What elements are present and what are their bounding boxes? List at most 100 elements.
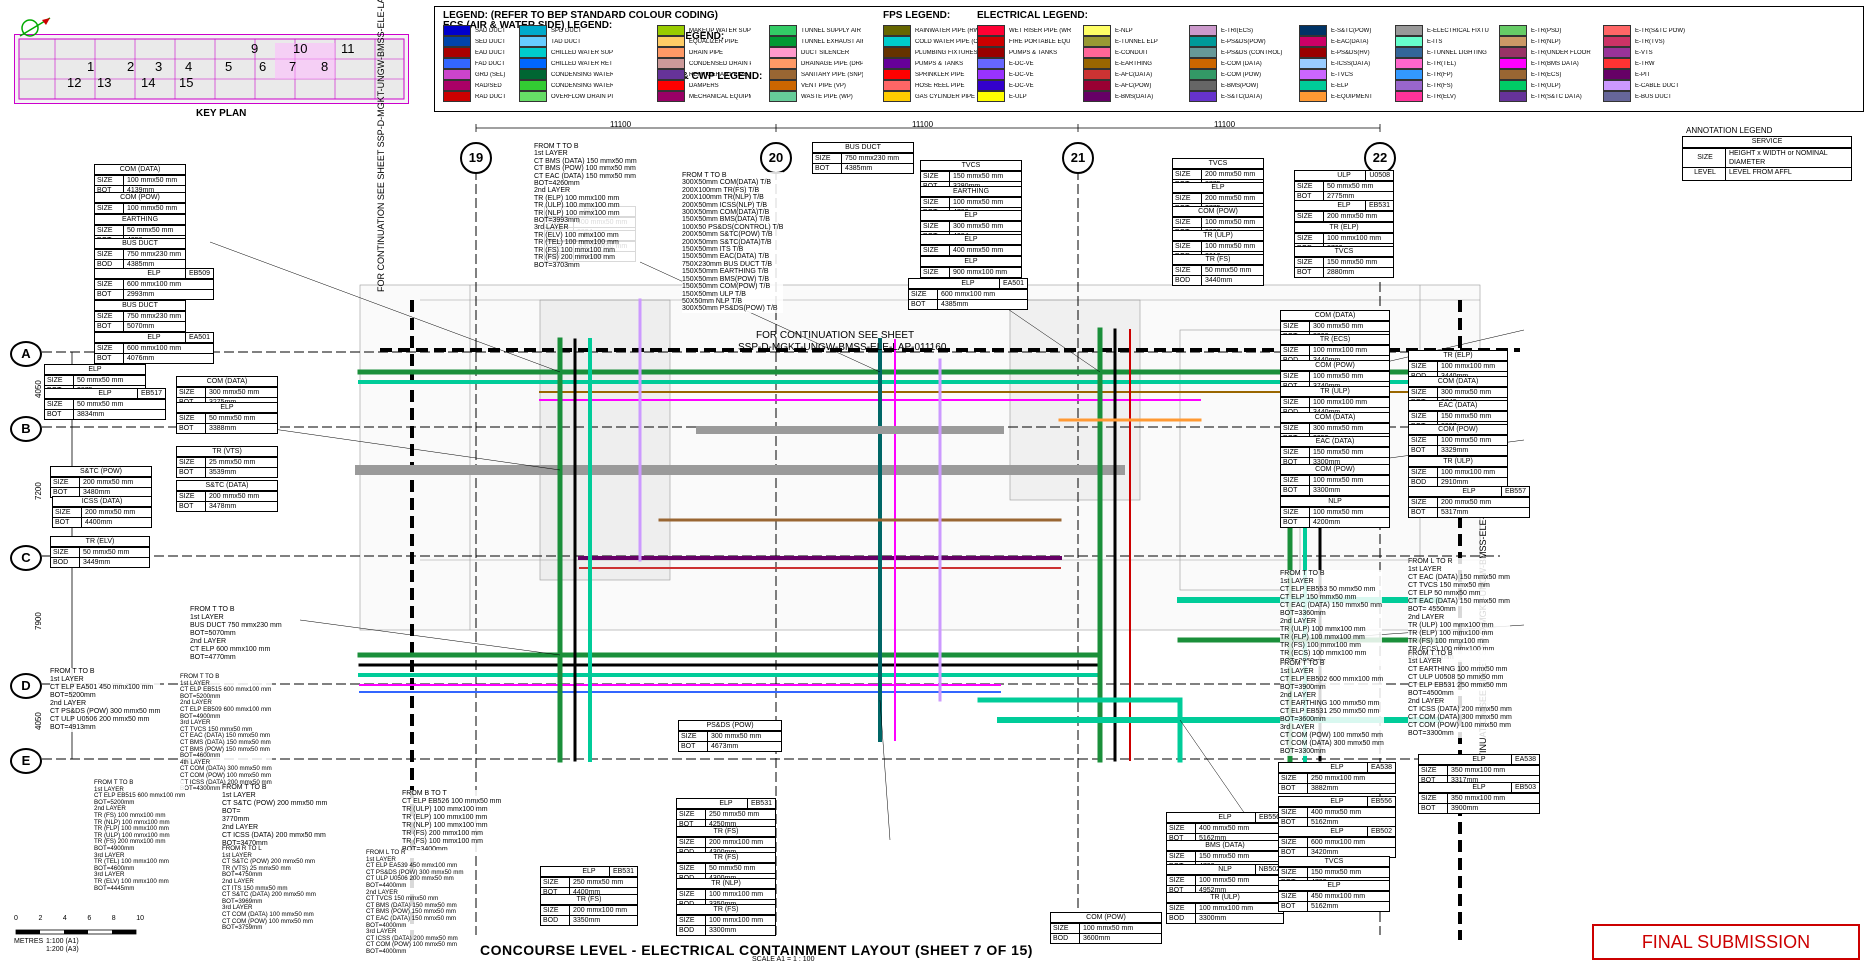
legend-swatch [1395, 58, 1423, 69]
table-value: 100 mmx50 mm [1313, 373, 1364, 380]
legend-label: E-S&TC(POW) [1331, 27, 1372, 34]
legend-item: E-TR(PSD) [1499, 25, 1593, 36]
grid-row-a: A [10, 341, 42, 367]
annotation-legend-size-value: HEIGHT x WIDTH or NOMINAL DIAMETER [1729, 150, 1828, 166]
table-value: 600 mmx100 mm [127, 281, 182, 288]
legend-item: E-TR(ECS) [1499, 69, 1593, 80]
legend-item: E-CABLE DUCT [1603, 80, 1697, 91]
legend-item: E-DC-VE [977, 58, 1071, 69]
legend-item: EQUALIZER PIPE [657, 36, 751, 47]
table-key: BOT [1419, 776, 1448, 785]
legend-item: E-TR(NLP) [1499, 36, 1593, 47]
table-header: ELP [177, 403, 277, 413]
table-header: ELP [677, 799, 775, 809]
legend-item: E-EAC(DATA) [1299, 36, 1393, 47]
table-value: 4400mm [85, 519, 113, 526]
legend-label: GAS CYLINDER PIPE (GAS) [915, 93, 977, 100]
legend-swatch [769, 47, 797, 58]
table-value: 2880mm [1327, 269, 1355, 276]
table-value: 3300mm [1313, 459, 1341, 466]
legend-item: E-TR(FS) [1395, 80, 1489, 91]
table-value: 300 mmx50 mm [209, 389, 260, 396]
table-key: BOT [1279, 784, 1308, 793]
table-key: SIZE [1279, 892, 1308, 901]
scale-bar-graphic [15, 929, 137, 935]
layer-note: FROM L TO R 1st LAYER CT ELP EA539 450 m… [366, 849, 464, 956]
table-header: COM (DATA) [177, 377, 277, 387]
legend-item: CHILLED WATER RETURN (CHWR) [519, 58, 613, 69]
legend-label: E-TR(S&TC DATA) [1531, 93, 1582, 100]
table-value: 300 mmx50 mm [711, 733, 762, 740]
table-value: 3600mm [1083, 935, 1111, 942]
layer-note: FROM L TO R 1st LAYER CT EAC (DATA) 150 … [1408, 558, 1510, 662]
table-key: BOD [1051, 934, 1080, 943]
table-value: 2910mm [1441, 479, 1469, 486]
table-key: BOT [177, 424, 206, 433]
legend-item: E-PIT [1603, 69, 1697, 80]
table-key: SIZE [177, 492, 206, 501]
table-value: 200 mmx50 mm [1327, 213, 1378, 220]
table-value: 100 mmx50 mm [1313, 477, 1364, 484]
table-value: 5070mm [127, 323, 155, 330]
table-key: SIZE [1281, 372, 1310, 381]
grid-row-e: E [10, 748, 42, 774]
table-key: BOT [1281, 458, 1310, 467]
key-plan-num-13: 13 [97, 75, 112, 90]
key-plan-num-12: 12 [67, 75, 82, 90]
legend-item: GRD (SEL) [443, 69, 537, 80]
table-key: BOT [677, 820, 706, 829]
legend-swatch [657, 69, 685, 80]
grid-span-2: 11100 [912, 120, 934, 129]
table-key: SIZE [1279, 838, 1308, 847]
legend-item: MECHANICAL EQUIPMENTS [657, 91, 751, 102]
table-key: SIZE [1167, 876, 1196, 885]
table-key: SIZE [677, 890, 706, 899]
table-value: 100 mmx50 mm [953, 199, 1004, 206]
legend-label: E-TR(FP) [1427, 71, 1453, 78]
table-key: SIZE [95, 312, 124, 321]
legend-swatch [1189, 25, 1217, 36]
table-value: 3478mm [209, 503, 237, 510]
legend-label: DUCT SILENCER [801, 49, 850, 56]
legend-item: PLUMBING FIXTURES [883, 47, 977, 58]
legend-swatch [883, 36, 911, 47]
table-tag: EB517 [136, 389, 165, 398]
legend-item: E-PS&DS(POW) [1189, 36, 1283, 47]
legend-swatch [1395, 80, 1423, 91]
legend-label: VENT PIPE (VP) [801, 82, 846, 89]
table-key: BOD [1167, 914, 1196, 923]
table-value: 3834mm [77, 411, 105, 418]
table-header: TR (FS) [1173, 255, 1263, 265]
legend-item: E-DC-VE [977, 80, 1071, 91]
table-value: 50 mmx50 mm [1205, 267, 1252, 274]
legend-label: E-CONDUIT [1115, 49, 1149, 56]
legend-label: CONDENSED DRAIN PIPE (CDP) [689, 60, 751, 67]
legend-swatch [977, 36, 1005, 47]
table-value: 3539mm [209, 469, 237, 476]
legend-item: PUMPS & TANKS [977, 47, 1071, 58]
legend-swatch [443, 91, 471, 102]
table-value: 150 mmx50 mm [1441, 413, 1492, 420]
legend-swatch [1499, 58, 1527, 69]
table-value: 50 mmx50 mm [209, 415, 256, 422]
legend-label: SPD DUCT [551, 27, 582, 34]
table-header: TVCS [1279, 857, 1389, 867]
legend-swatch [519, 58, 547, 69]
table-header: TVCS [1173, 159, 1263, 169]
legend-swatch [1395, 91, 1423, 102]
legend-item: SAD DUCT [443, 25, 537, 36]
table-key: BOT [1281, 486, 1310, 495]
legend-swatch [1395, 36, 1423, 47]
layer-note: FROM T TO B 1st LAYER CT EARTHING 100 mm… [1408, 650, 1512, 738]
table-value: 900 mmx100 mm [953, 269, 1008, 276]
legend-label: DRAINAGE PIPE (DRP) [801, 60, 863, 67]
table-header: S&TC (POW) [51, 467, 151, 477]
table-header: ULP [1295, 171, 1393, 181]
table-header: TR (NLP) [677, 879, 775, 889]
table-value: 4139mm [127, 187, 155, 194]
